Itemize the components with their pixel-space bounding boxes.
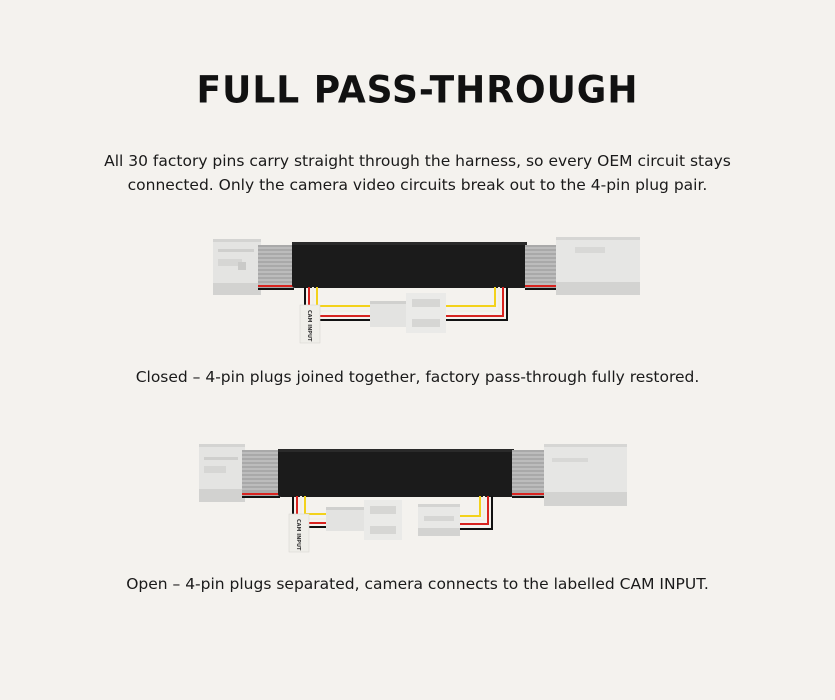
cam-input-tag: CAM INPUT [288,513,310,553]
four-pin-plug-left [326,500,402,540]
caption-closed: Closed – 4-pin plugs joined together, fa… [135,368,700,386]
harness-loom [292,242,527,288]
harness-loom [278,449,514,497]
breakout-wires-right [458,496,493,530]
left-wire-bundle [242,450,280,498]
cam-input-tag: CAM INPUT [299,304,321,344]
four-pin-plug-pair-joined [370,293,446,333]
cam-input-label: CAM INPUT [306,310,312,342]
left-factory-connector [213,239,261,295]
intro-text: All 30 factory pins carry straight throu… [104,152,731,194]
four-pin-plug-right [418,504,460,536]
right-wire-bundle [512,450,546,498]
right-wire-bundle [525,245,557,290]
right-factory-connector [556,237,640,295]
left-factory-connector [199,444,245,502]
harness-diagram-open: CAM INPUT [199,444,627,553]
breakout-wires-right [445,287,508,321]
right-factory-connector [544,444,627,506]
cam-input-label: CAM INPUT [295,519,301,551]
left-wire-bundle [258,245,294,290]
caption-open: Open – 4-pin plugs separated, camera con… [126,575,709,593]
page-title: FULL PASS-THROUGH [196,68,639,113]
harness-diagram-closed: CAM INPUT [213,237,640,344]
